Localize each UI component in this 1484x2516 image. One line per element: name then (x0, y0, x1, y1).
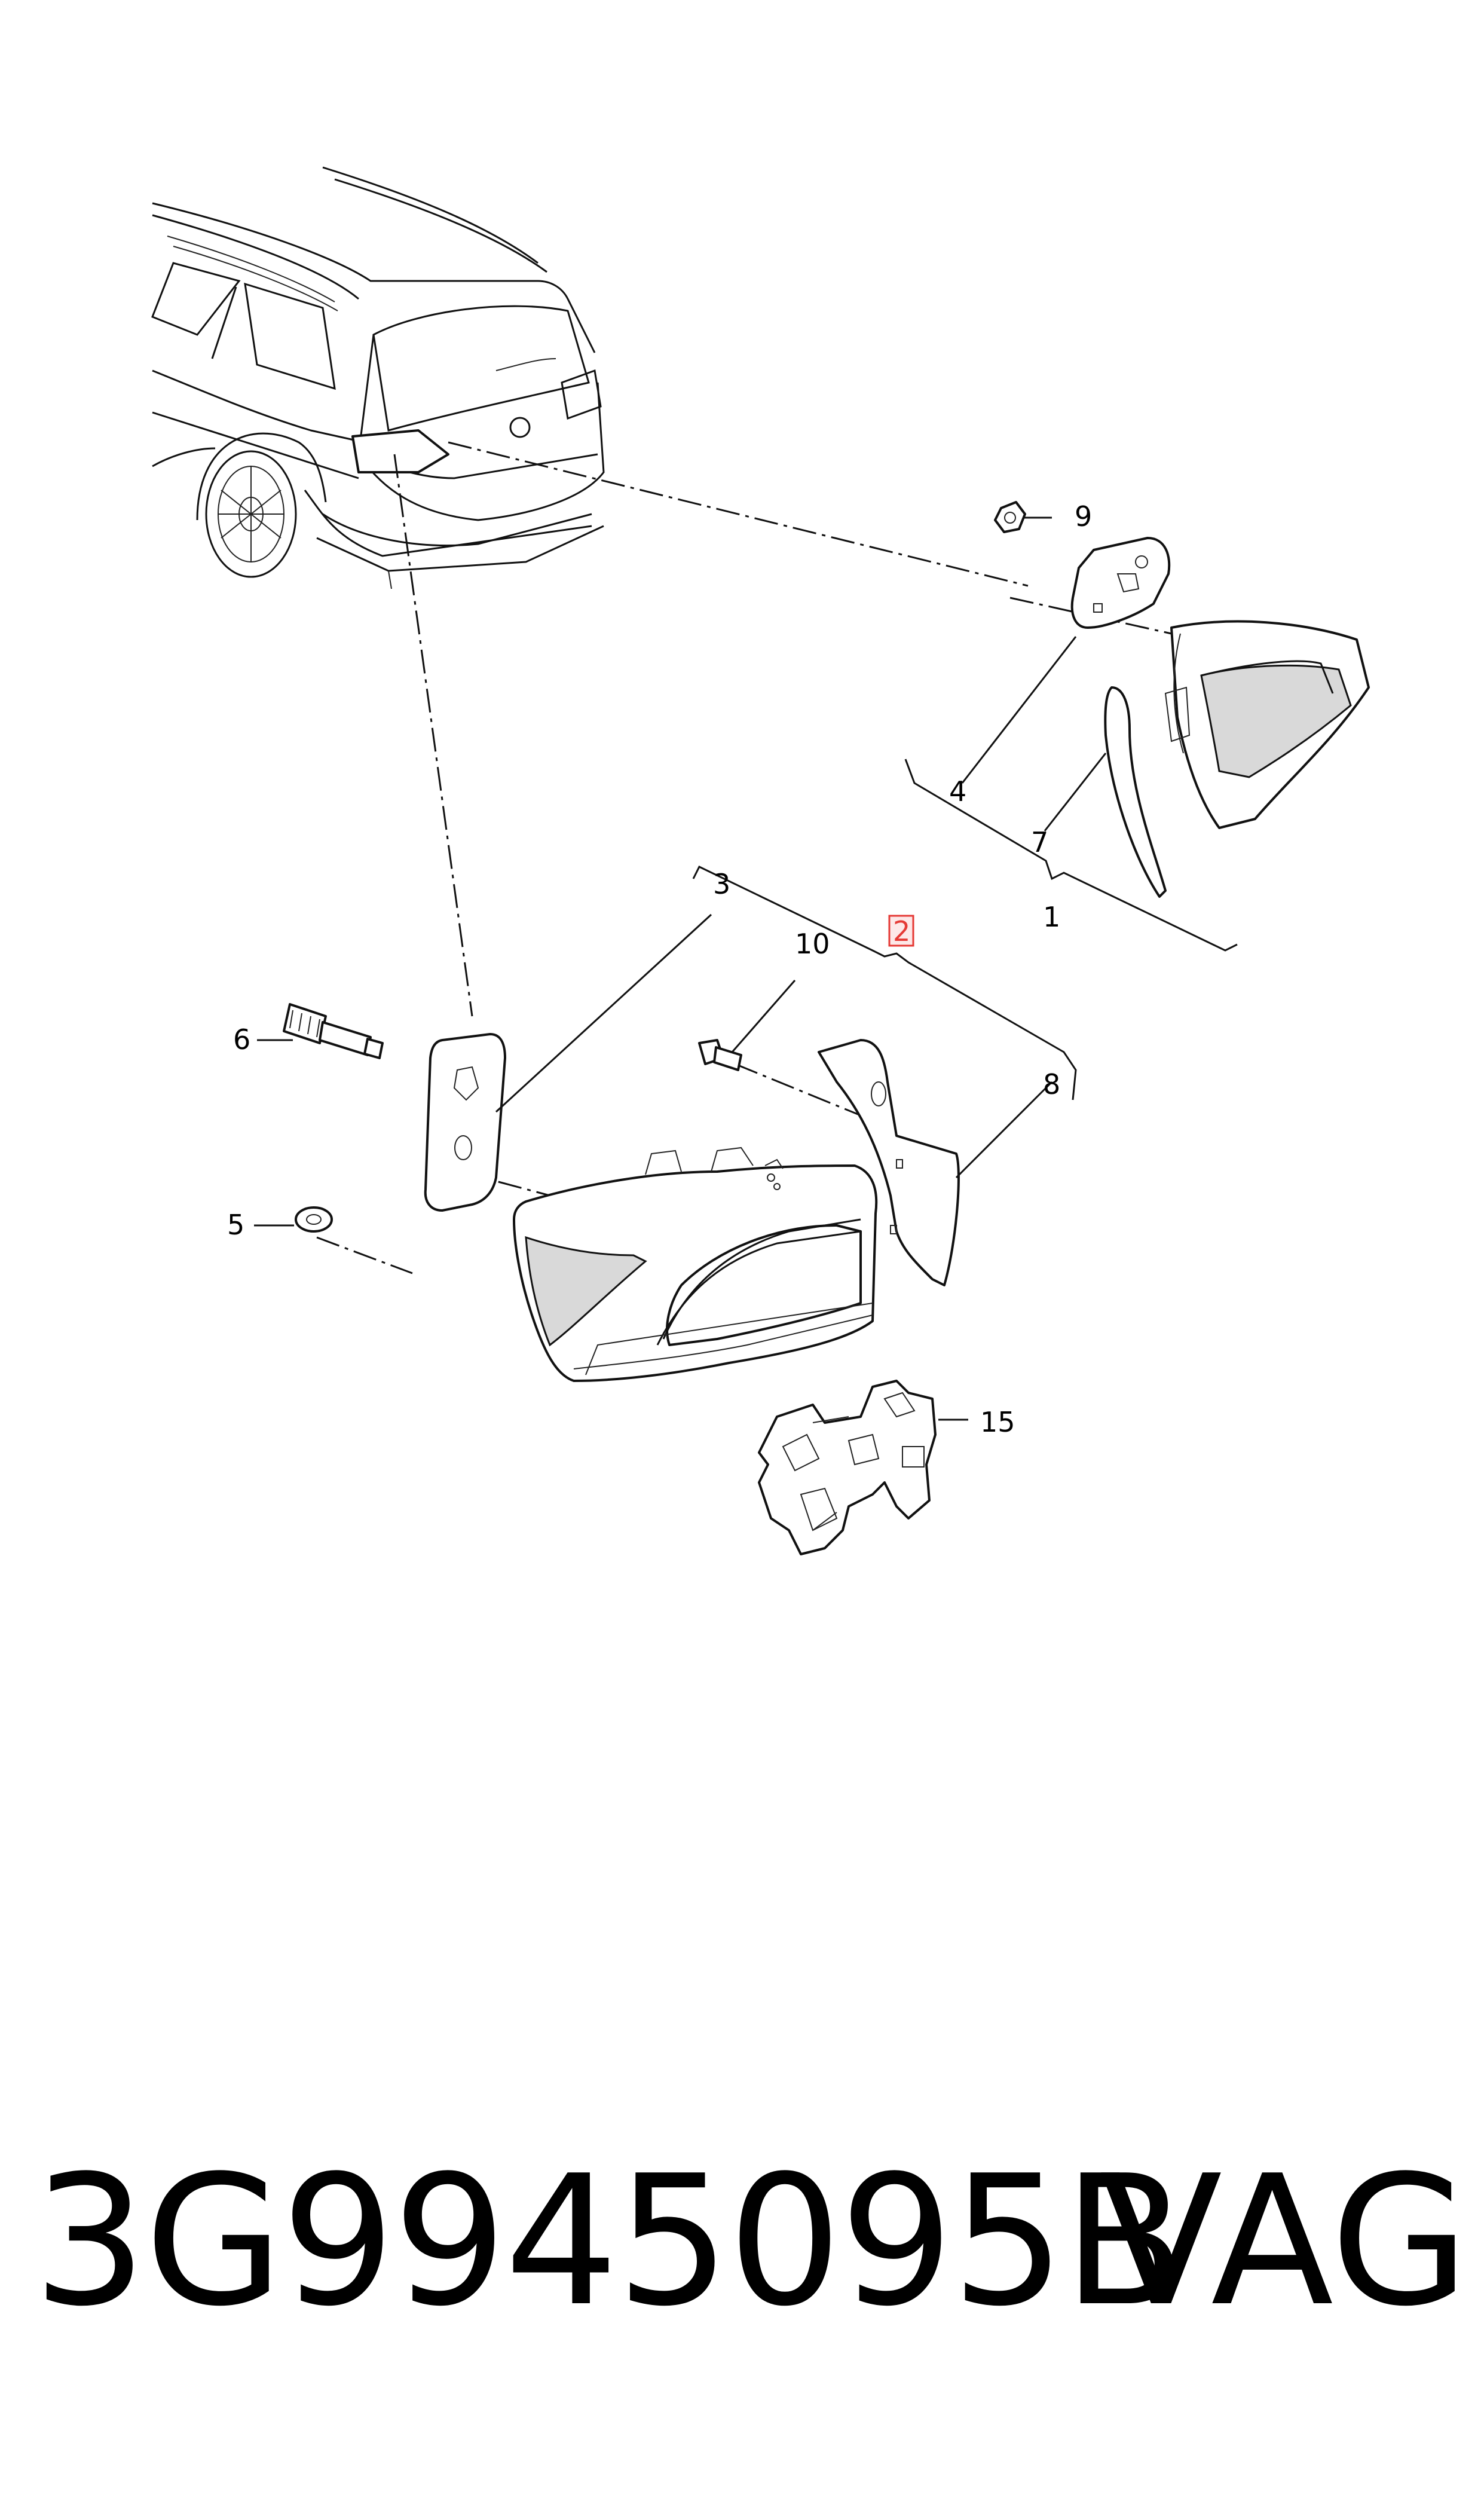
exploded-parts-diagram: 1 2 3 4 5 6 7 8 9 10 15 (151, 166, 1370, 1555)
part-number: 3G9945095B (33, 2137, 1186, 2346)
callout-1-label: 1 (1043, 901, 1060, 933)
callout-5-label: 5 (227, 1209, 244, 1241)
seal-part-8 (818, 1039, 1053, 1286)
brand-name: VAG (1100, 2137, 1470, 2346)
screw-part-10 (698, 980, 796, 1071)
callout-3-label: 3 (713, 868, 730, 900)
callout-2-label: 2 (893, 915, 910, 947)
bracket-part-15 (758, 1380, 968, 1555)
inner-tail-light-group (904, 501, 1370, 952)
nut-part-9 (994, 501, 1052, 533)
callout-7-label: 7 (1031, 826, 1048, 858)
callout-15-label: 15 (980, 1406, 1015, 1438)
callout-10-label: 10 (795, 928, 830, 960)
callout-8-label: 8 (1043, 1068, 1060, 1100)
callout-2-highlight (888, 915, 914, 947)
callout-9-label: 9 (1075, 500, 1092, 533)
outer-lamp-part-2 (513, 1147, 878, 1382)
bolt-part-6 (257, 1003, 384, 1059)
gasket-part-3 (424, 913, 712, 1212)
inner-lamp-part-1 (1164, 620, 1370, 829)
gasket-part-4 (1070, 537, 1171, 629)
callout-labels: 1 2 3 4 5 6 7 8 9 10 15 (227, 500, 1107, 1438)
washer-part-5 (254, 1206, 333, 1233)
seal-part-7 (1104, 686, 1167, 898)
outer-tail-light-group (254, 866, 1077, 1555)
callout-6-label: 6 (233, 1023, 250, 1056)
car-illustration (151, 166, 605, 589)
